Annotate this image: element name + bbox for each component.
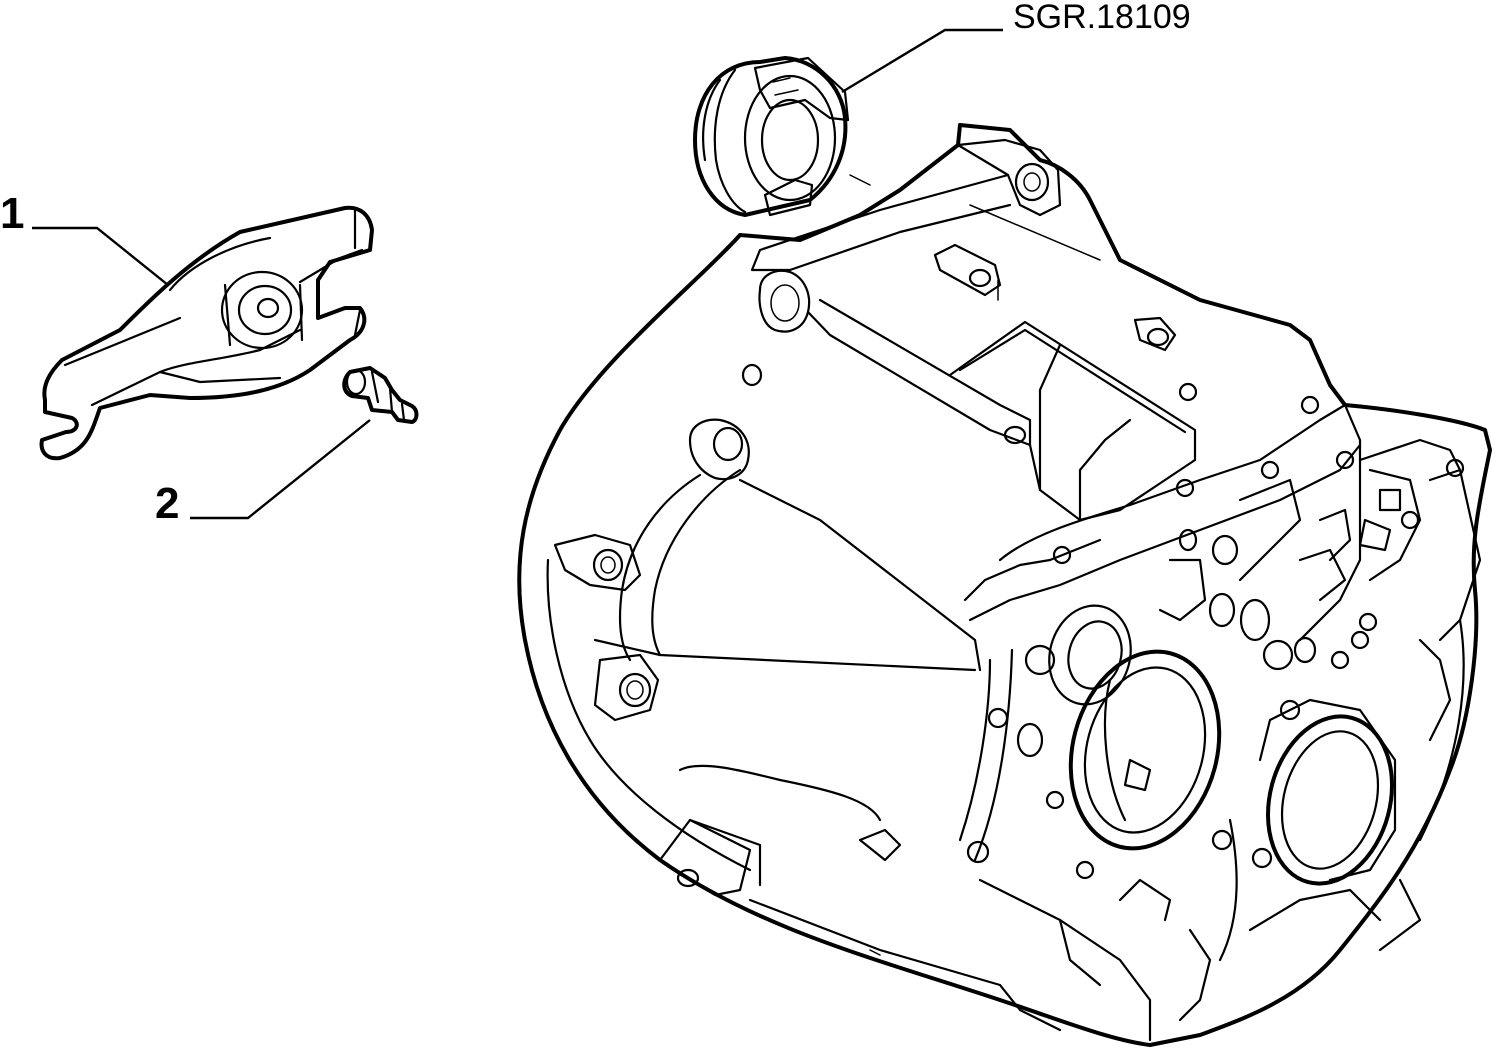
gearbox-housing xyxy=(517,123,1492,1047)
pivot-pin xyxy=(342,366,419,424)
release-bearing xyxy=(693,56,850,217)
callout-sgr-18109: SGR.18109 xyxy=(1013,0,1191,36)
release-fork xyxy=(39,205,374,461)
leader-line-2 xyxy=(190,419,371,520)
callout-1: 1 xyxy=(0,189,24,238)
callout-2: 2 xyxy=(155,479,179,528)
leader-line-sgr-18109 xyxy=(841,28,1003,94)
leader-line-1 xyxy=(32,226,169,286)
